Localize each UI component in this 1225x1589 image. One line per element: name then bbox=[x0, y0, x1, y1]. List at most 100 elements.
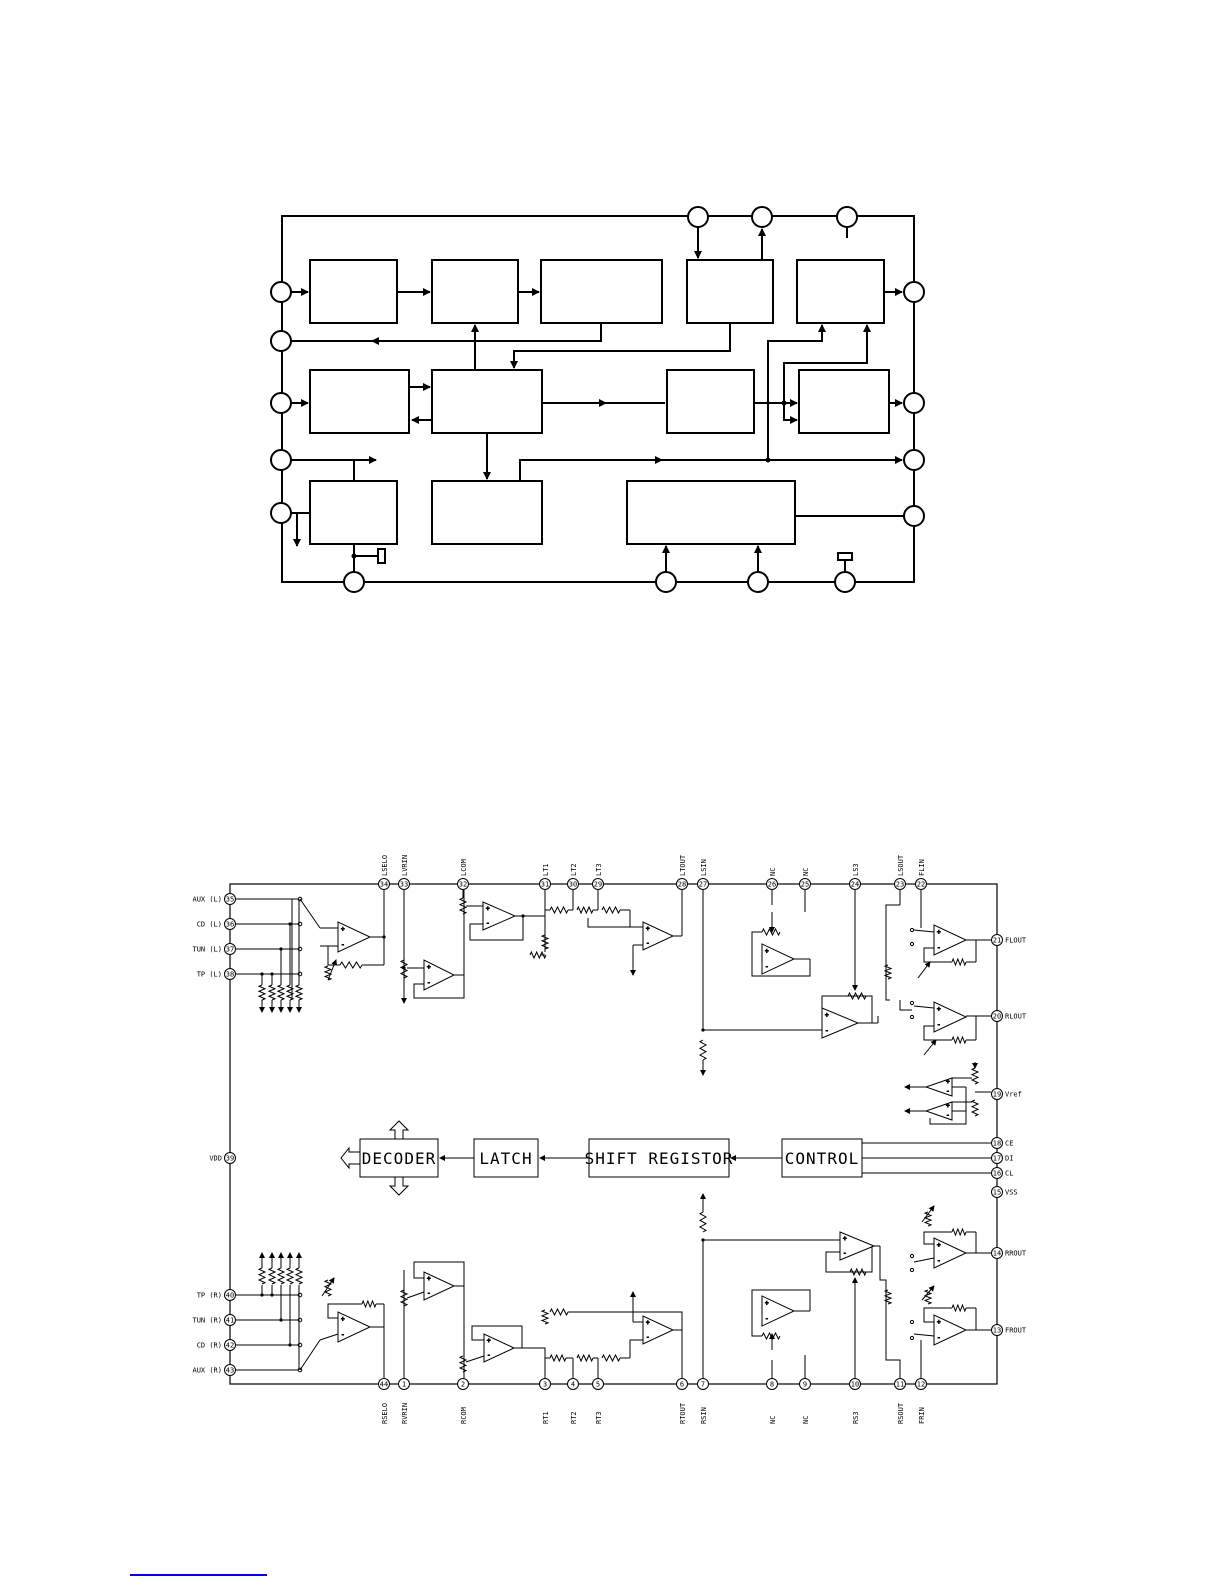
pin-number: 34 bbox=[380, 881, 388, 889]
pin-name: FLIN bbox=[918, 859, 926, 876]
pin-number: 2 bbox=[461, 1381, 465, 1389]
wire bbox=[913, 1257, 935, 1263]
op-amp-sign: + bbox=[765, 948, 769, 955]
resistor bbox=[951, 1303, 967, 1313]
resistor bbox=[540, 934, 550, 950]
resistor bbox=[970, 1099, 980, 1117]
op-amp bbox=[839, 1231, 876, 1261]
block bbox=[431, 259, 519, 324]
wire bbox=[465, 1355, 485, 1363]
op-amp bbox=[933, 1237, 968, 1269]
top-blocks bbox=[309, 259, 890, 545]
op-amp-sign: + bbox=[937, 929, 941, 936]
block bbox=[666, 369, 755, 434]
resistor bbox=[276, 984, 286, 1001]
pin-name: FROUT bbox=[1005, 1327, 1027, 1335]
pin-number: 15 bbox=[993, 1189, 1001, 1197]
pin-number: 29 bbox=[594, 881, 602, 889]
pin-circle bbox=[991, 1088, 1003, 1100]
pin-circle bbox=[343, 571, 365, 593]
op-amp-sign: + bbox=[427, 964, 431, 971]
pin-circle bbox=[697, 878, 709, 890]
wire bbox=[913, 929, 935, 933]
wire bbox=[825, 1246, 873, 1273]
pin-circle bbox=[894, 878, 906, 890]
resistor bbox=[276, 1267, 286, 1285]
op-amp bbox=[761, 943, 796, 975]
pin-circle bbox=[751, 206, 773, 228]
pin-circle bbox=[539, 1378, 551, 1390]
op-amp-sign: - bbox=[765, 964, 769, 971]
block bbox=[686, 259, 774, 324]
pin-circle bbox=[991, 1152, 1003, 1164]
op-amp bbox=[821, 1007, 860, 1039]
resistor bbox=[267, 1267, 277, 1285]
op-amp-sign: - bbox=[486, 920, 490, 927]
resistor bbox=[576, 905, 594, 915]
resistor bbox=[698, 1211, 708, 1233]
pin-number: 11 bbox=[896, 1381, 904, 1389]
pin-name: LT3 bbox=[595, 863, 603, 876]
pin-circle bbox=[915, 878, 927, 890]
pin-number: 38 bbox=[226, 971, 234, 979]
block bbox=[309, 480, 398, 545]
pin-circle bbox=[224, 1364, 236, 1376]
pin-circle bbox=[799, 1378, 811, 1390]
pin-circle bbox=[224, 968, 236, 980]
pin-number: 12 bbox=[917, 1381, 925, 1389]
wire bbox=[469, 916, 524, 941]
logic-blocks bbox=[340, 1120, 991, 1196]
pin-circle bbox=[849, 1378, 861, 1390]
wire bbox=[751, 931, 811, 977]
op-amp-sign: + bbox=[646, 1319, 650, 1326]
decoder-block bbox=[359, 1138, 439, 1178]
pin-number: 24 bbox=[851, 881, 859, 889]
wire bbox=[885, 904, 900, 1001]
junction-dot bbox=[288, 922, 292, 926]
op-amp bbox=[337, 1311, 372, 1343]
pin-name: RTOUT bbox=[679, 1402, 687, 1424]
pin-circle bbox=[378, 878, 390, 890]
shift-register-label: SHIFT REGISTOR bbox=[585, 1149, 734, 1168]
switch-contact bbox=[909, 1000, 915, 1006]
pin-name: LSOUT bbox=[897, 854, 905, 876]
pin-number: 17 bbox=[993, 1155, 1001, 1163]
wire bbox=[929, 1087, 967, 1125]
pin-name: DI bbox=[1005, 1155, 1013, 1163]
op-amp bbox=[423, 959, 456, 991]
pin-name: NC bbox=[802, 868, 810, 876]
pin-name: RT2 bbox=[570, 1411, 578, 1424]
op-amp-sign: - bbox=[937, 1258, 941, 1265]
shift-register-block bbox=[588, 1138, 730, 1178]
op-amp bbox=[423, 1271, 456, 1301]
junction-dot bbox=[270, 972, 274, 976]
pin-circle bbox=[834, 571, 856, 593]
pin-name: RLOUT bbox=[1005, 1013, 1027, 1021]
pin-circle bbox=[697, 1378, 709, 1390]
pin-circle bbox=[567, 878, 579, 890]
wire bbox=[821, 995, 873, 1023]
pin-circle bbox=[655, 571, 677, 593]
pin-number: 44 bbox=[380, 1381, 388, 1389]
wire bbox=[751, 1289, 811, 1337]
switch-contact bbox=[909, 1253, 915, 1259]
pin-circle bbox=[539, 878, 551, 890]
pin-circle bbox=[894, 1378, 906, 1390]
pin-name: RSELO bbox=[381, 1403, 389, 1424]
resistor bbox=[294, 1267, 304, 1285]
op-amp-sign: - bbox=[843, 1250, 847, 1257]
latch-block bbox=[473, 1138, 539, 1178]
pin-circle bbox=[224, 1152, 236, 1164]
pin-name: Vref bbox=[1005, 1091, 1022, 1099]
pin-name: LTOUT bbox=[679, 854, 687, 876]
decoder-bus-down-arrow bbox=[388, 1177, 410, 1196]
block-diagram-top bbox=[270, 206, 925, 593]
decoder-output-arrow bbox=[340, 1146, 360, 1170]
pin-circle bbox=[991, 934, 1003, 946]
pin-name: AUX (R) bbox=[192, 1367, 222, 1375]
chip-outline bbox=[229, 883, 998, 1385]
hyperlink-underline[interactable] bbox=[130, 1574, 267, 1576]
wire bbox=[923, 1307, 952, 1323]
